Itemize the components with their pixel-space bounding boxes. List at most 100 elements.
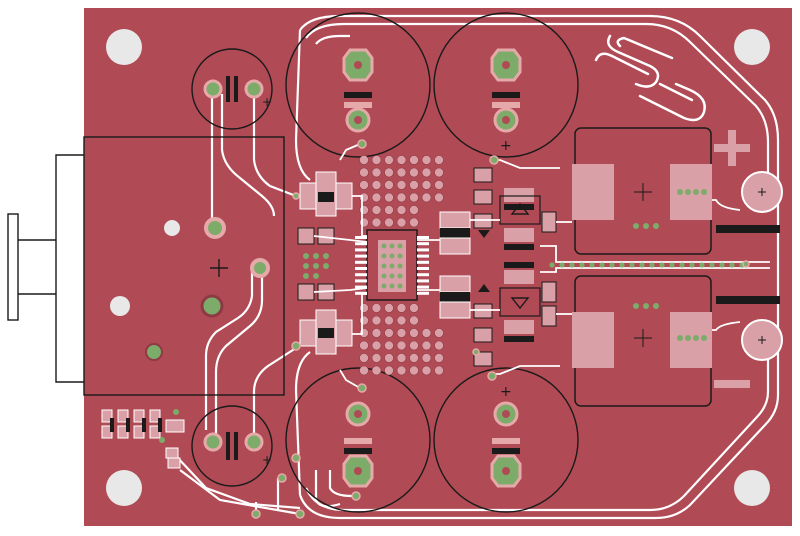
via	[421, 192, 432, 203]
via	[371, 328, 382, 338]
via	[359, 328, 369, 338]
via	[421, 167, 432, 178]
via	[396, 340, 407, 351]
ic-pin	[355, 242, 367, 246]
via	[579, 262, 585, 268]
ic-pin	[355, 260, 367, 264]
via	[409, 365, 419, 376]
via	[434, 340, 444, 351]
via	[434, 155, 444, 165]
via	[359, 192, 369, 203]
scattered-vias	[251, 139, 750, 519]
via	[359, 315, 369, 326]
via	[599, 262, 605, 268]
minus-silk-icon	[714, 380, 750, 388]
mounting-hole-jack-1	[164, 220, 180, 236]
via	[371, 303, 382, 313]
bottom-left-components	[101, 409, 185, 469]
copper-pour	[84, 8, 792, 526]
via	[421, 340, 432, 351]
via	[629, 262, 635, 268]
via	[559, 262, 565, 268]
ic-pin	[355, 254, 367, 258]
via	[396, 217, 407, 228]
ic-pin	[417, 285, 429, 289]
via	[384, 192, 394, 203]
cap-top-left-outline	[191, 48, 273, 130]
via	[396, 303, 407, 313]
ic-pin	[417, 279, 429, 283]
big-cap-bottom-2	[433, 367, 579, 513]
via	[371, 340, 382, 351]
via	[409, 180, 419, 190]
via	[639, 262, 645, 268]
output-inductors	[549, 127, 745, 407]
via	[396, 315, 407, 326]
via	[384, 340, 394, 351]
via	[371, 365, 382, 376]
via	[709, 262, 715, 268]
via	[384, 303, 394, 313]
via	[396, 180, 407, 190]
mounting-hole-jack-2	[110, 296, 130, 316]
via	[359, 303, 369, 313]
mounting-hole-top-right	[734, 29, 770, 65]
via	[409, 328, 419, 338]
via	[359, 217, 369, 228]
via	[421, 155, 432, 165]
via	[729, 262, 735, 268]
cap-top-left-plus: +	[262, 95, 272, 109]
via	[371, 192, 382, 203]
via	[371, 180, 382, 190]
via	[384, 353, 394, 363]
via	[434, 365, 444, 376]
via	[421, 180, 432, 190]
via	[619, 262, 625, 268]
via	[699, 262, 705, 268]
ic-pin	[417, 267, 429, 270]
via	[359, 365, 369, 376]
logo-icon	[594, 34, 706, 122]
via	[409, 340, 419, 351]
via	[384, 180, 394, 190]
small-capacitors: + +	[191, 48, 273, 487]
via	[384, 315, 394, 326]
cap-bottom-left-outline	[191, 405, 273, 487]
via	[409, 155, 419, 165]
ic-pin	[355, 291, 367, 295]
ic-pin	[417, 254, 429, 258]
ic-pin	[417, 242, 429, 246]
via	[434, 192, 444, 203]
via	[569, 262, 575, 268]
via	[421, 328, 432, 338]
via	[396, 155, 407, 165]
ic-pin	[417, 260, 429, 264]
via	[396, 167, 407, 178]
via	[659, 262, 665, 268]
big-cap-top-1	[285, 12, 431, 158]
big-capacitors: + +	[285, 12, 579, 513]
via	[589, 262, 595, 268]
mounting-hole-top-left	[106, 29, 142, 65]
cap-bottom-left-plus: +	[262, 453, 272, 467]
via	[409, 217, 419, 228]
mounting-hole-bottom-left	[106, 470, 142, 506]
ic-pin	[355, 273, 367, 277]
via	[409, 205, 419, 215]
via	[421, 365, 432, 376]
via	[434, 328, 444, 338]
ic-pin	[417, 248, 429, 252]
amplifier-ic	[355, 229, 429, 301]
via	[359, 340, 369, 351]
via	[384, 155, 394, 165]
ic-pin	[417, 291, 429, 295]
via	[384, 167, 394, 178]
via	[549, 262, 555, 268]
via	[371, 217, 382, 228]
inner-traces	[313, 143, 770, 389]
via	[719, 262, 725, 268]
via	[434, 180, 444, 190]
via	[689, 262, 695, 268]
via	[384, 365, 394, 376]
smd-components	[297, 167, 557, 367]
